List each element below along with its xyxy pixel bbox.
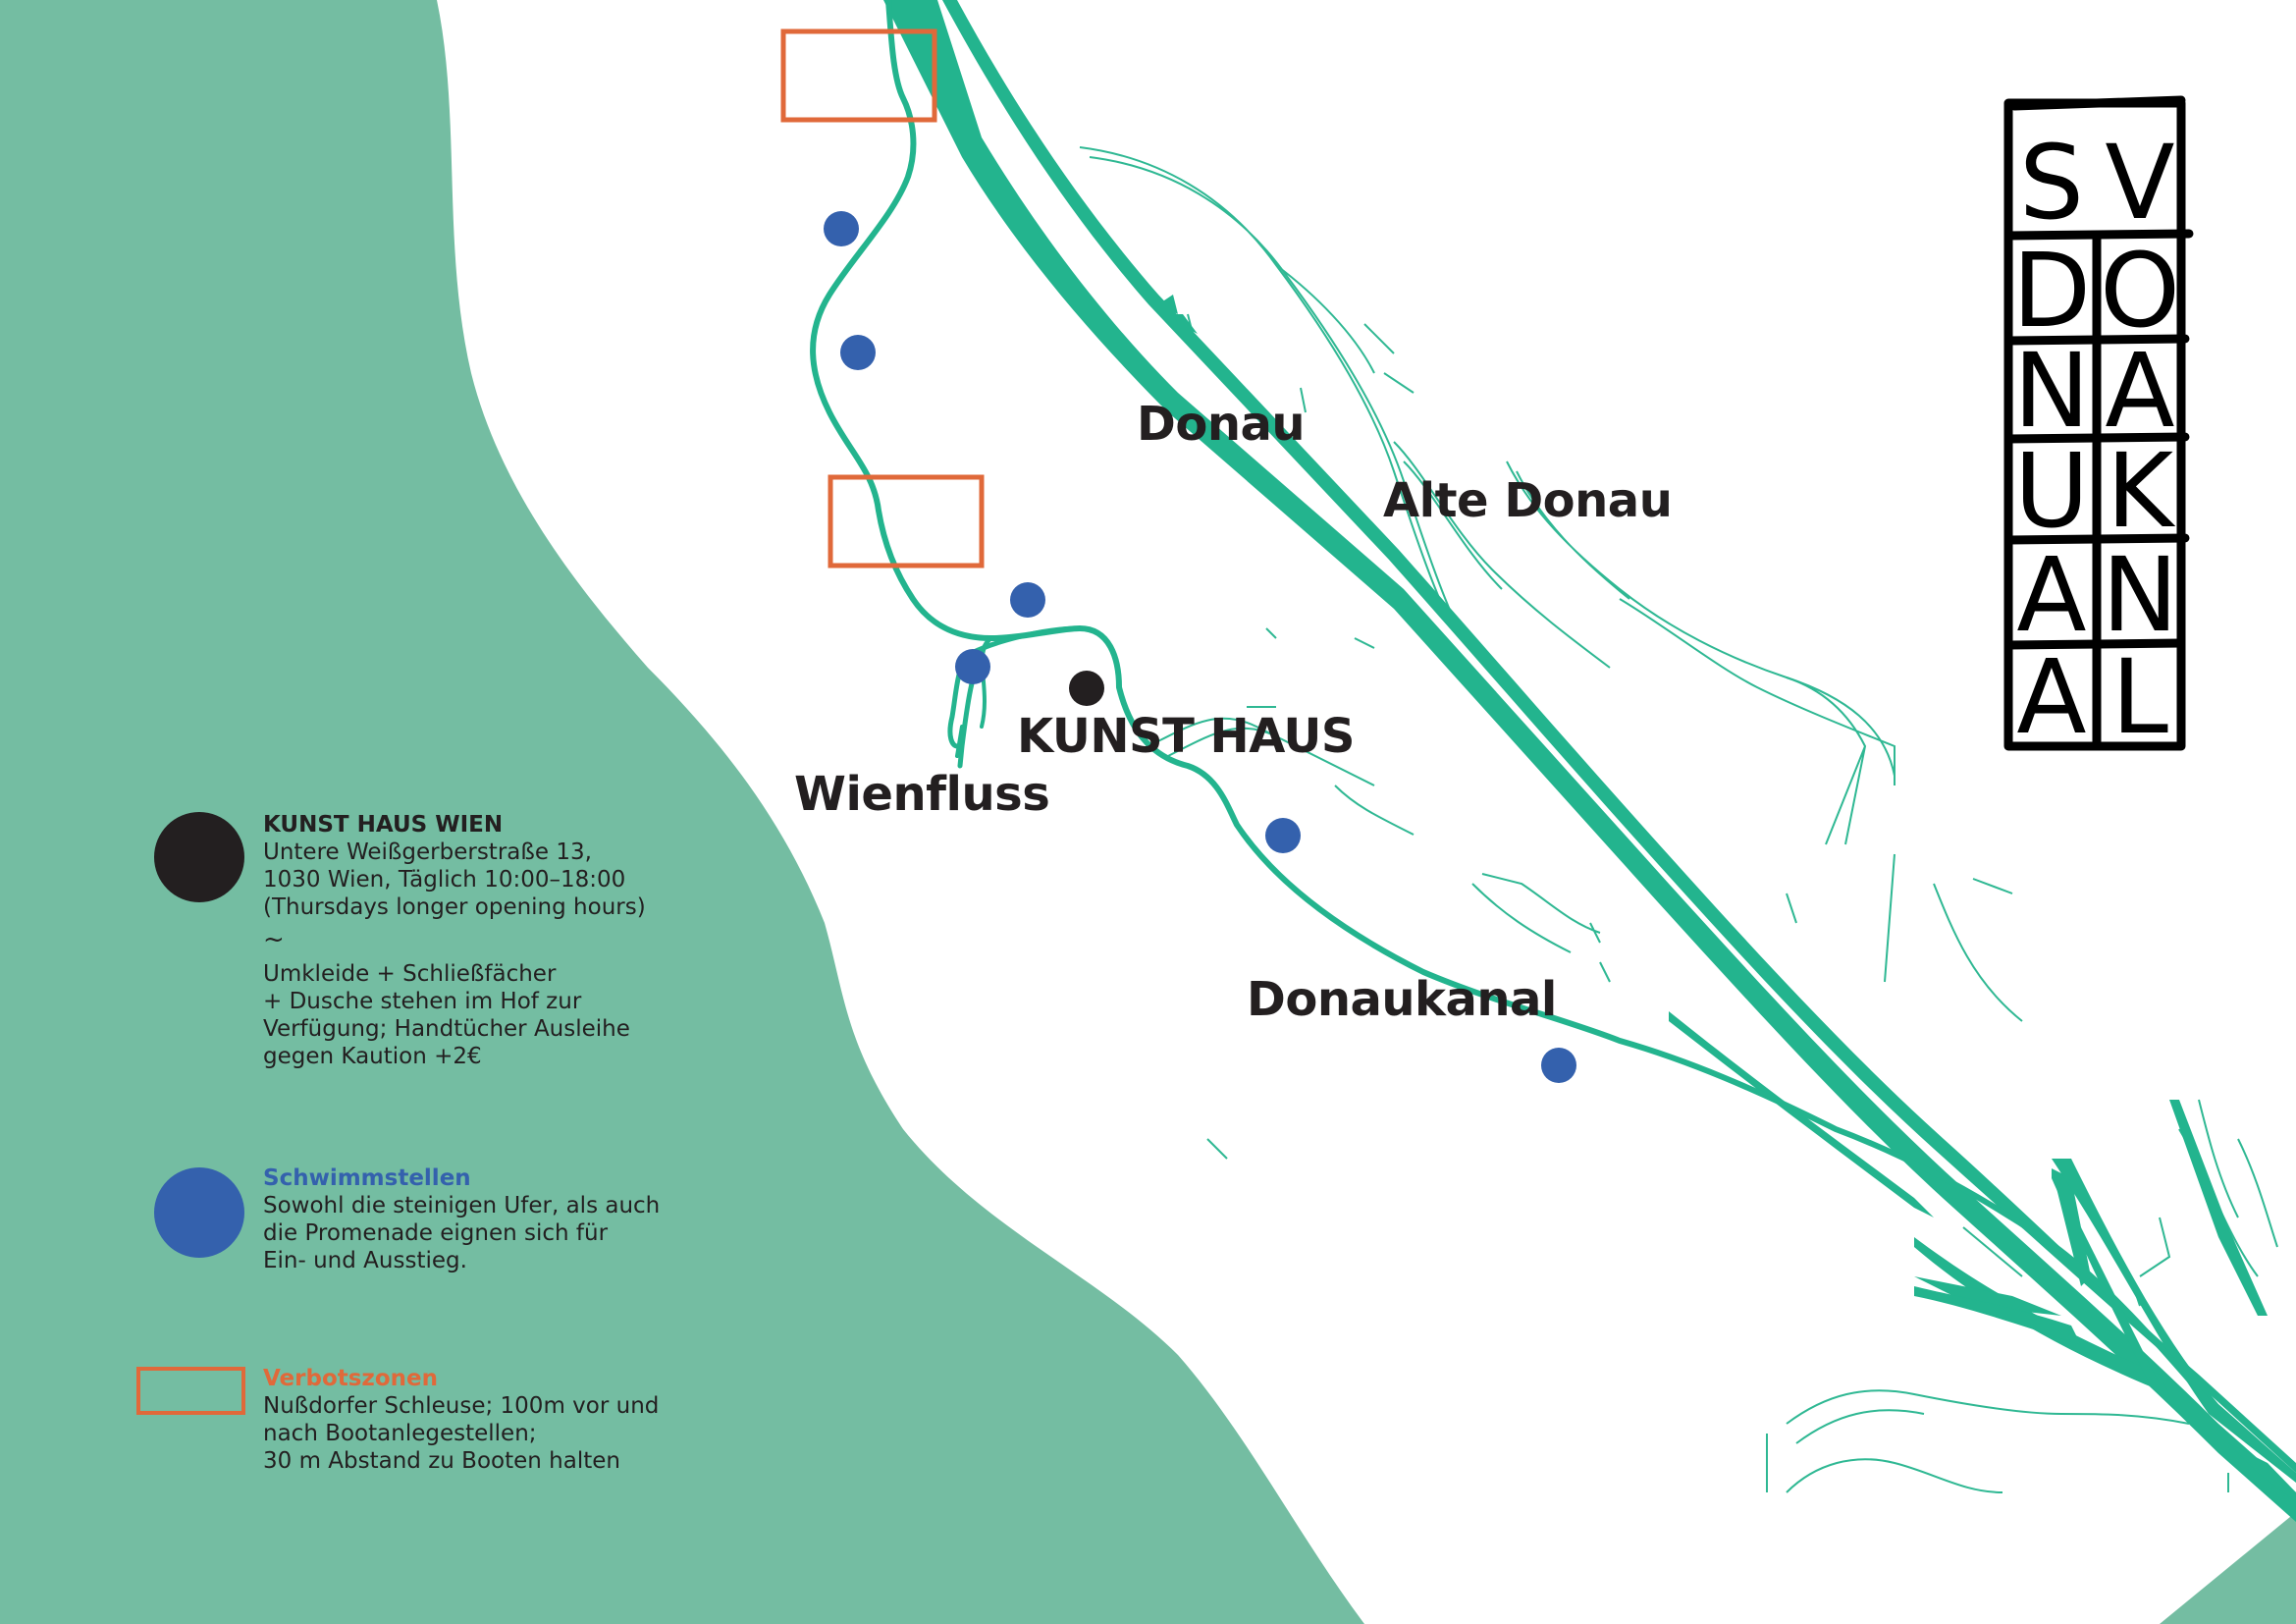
verbotszone-nussdorf [780,28,937,123]
label-wienfluss: Wienfluss [794,767,1050,822]
alte-donau-outline [1079,146,2278,1493]
title-letter: K [2107,431,2176,551]
land-corner [2160,1512,2296,1624]
legend-separator: ~ [263,925,285,954]
label-donau: Donau [1137,397,1306,452]
legend-kunsthaus-symbol [154,812,244,902]
legend-kunsthaus-title: KUNST HAUS WIEN [263,812,504,838]
kunsthaus-marker [1069,671,1104,706]
legend-swim-symbol [154,1167,244,1258]
title-letter: A [2016,637,2086,757]
legend-zones-title: Verbotszonen [263,1366,438,1391]
verbotszonen-markers [780,28,985,568]
title-letter: A [2016,535,2086,655]
legend-zone-symbol [136,1367,245,1415]
land-area [0,0,1364,1624]
swim-spot [1265,818,1301,853]
title-letter: S [2019,123,2084,243]
title-letter: N [2013,331,2090,451]
swim-spot [840,335,876,370]
title-letter: O [2100,231,2180,351]
title-letters: S V D O N A U K A N A L [2012,123,2180,757]
title-letter: D [2012,231,2091,351]
title-letter: N [2102,535,2178,655]
label-donaukanal: Donaukanal [1247,972,1557,1027]
title-letter: V [2105,123,2174,243]
swim-spot [1010,582,1045,618]
swim-spot [955,649,990,684]
title-letter: L [2111,637,2168,757]
legend-zones-text: Nußdorfer Schleuse; 100m vor und nach Bo… [263,1393,660,1474]
title-grid [2003,95,2194,751]
legend-kunsthaus-address: Untere Weißgerberstraße 13, 1030 Wien, T… [263,839,646,920]
label-kunsthaus: KUNST HAUS [1017,709,1355,764]
title-letter: A [2105,331,2174,451]
legend-zones: Verbotszonen Nußdorfer Schleuse; 100m vo… [263,1365,695,1475]
verbotszone-central [828,474,985,568]
label-alte-donau: Alte Donau [1383,473,1673,528]
legend-swim-title: Schwimmstellen [263,1165,471,1191]
title-letter: U [2014,431,2089,551]
legend-swim-text: Sowohl die steinigen Ufer, als auch die … [263,1193,661,1273]
legend-swim: Schwimmstellen Sowohl die steinigen Ufer… [263,1164,695,1274]
legend-kunsthaus-info: Umkleide + Schließfächer + Dusche stehen… [263,961,630,1069]
legend-kunsthaus: KUNST HAUS WIEN Untere Weißgerberstraße … [263,811,695,1070]
schwimmstellen-markers [824,211,1576,1083]
swim-spot [1541,1048,1576,1083]
swim-spot [824,211,859,246]
